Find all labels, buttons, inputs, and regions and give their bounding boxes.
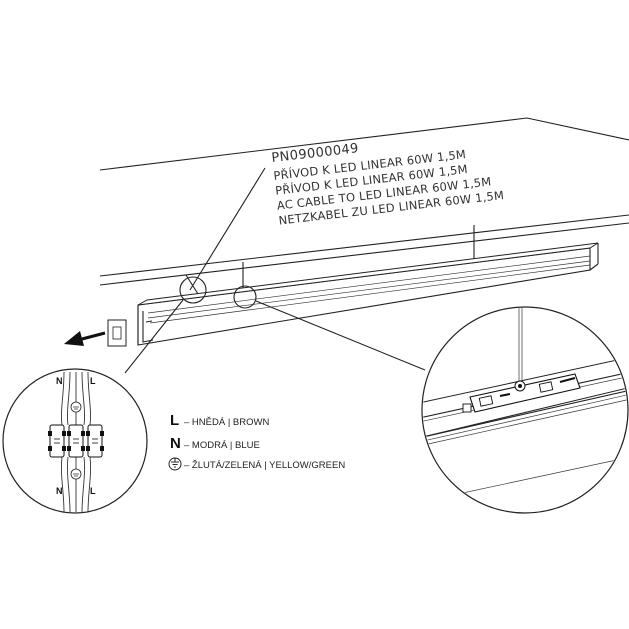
connector-leader-line (124, 299, 184, 374)
arrow-left-icon (64, 331, 106, 346)
product-title-block: PN09000049 PŘÍVOD K LED LINEAR 60W 1,5M … (271, 141, 505, 227)
ceiling-plane (99, 117, 629, 286)
title-leader-line (189, 167, 266, 291)
legend-text-n: – MODRÁ | BLUE (184, 440, 260, 451)
wire-label-l-top: L (90, 376, 96, 386)
wire-color-legend: L – HNĚDÁ | BROWN N – MODRÁ | BLUE – ŽLU… (168, 412, 345, 471)
legend-symbol-l: L (170, 412, 179, 429)
legend-text-earth: – ŽLUTÁ/ZELENÁ | YELLOW/GREEN (184, 460, 345, 471)
wiring-connector-detail: N L N L (2, 368, 148, 514)
wire-label-n-top: N (56, 376, 63, 386)
suspension-detail-marker (233, 285, 257, 309)
wire-label-l-bottom: L (90, 486, 96, 496)
legend-text-l: – HNĚDÁ | BROWN (184, 417, 269, 428)
suspension-leader-line (255, 300, 426, 371)
wall-junction-box (107, 319, 127, 347)
connector-detail-marker (179, 276, 207, 304)
suspension-attachment-detail (421, 306, 629, 514)
earth-icon (168, 457, 182, 471)
legend-symbol-n: N (170, 435, 181, 452)
wire-label-n-bottom: N (56, 486, 63, 496)
